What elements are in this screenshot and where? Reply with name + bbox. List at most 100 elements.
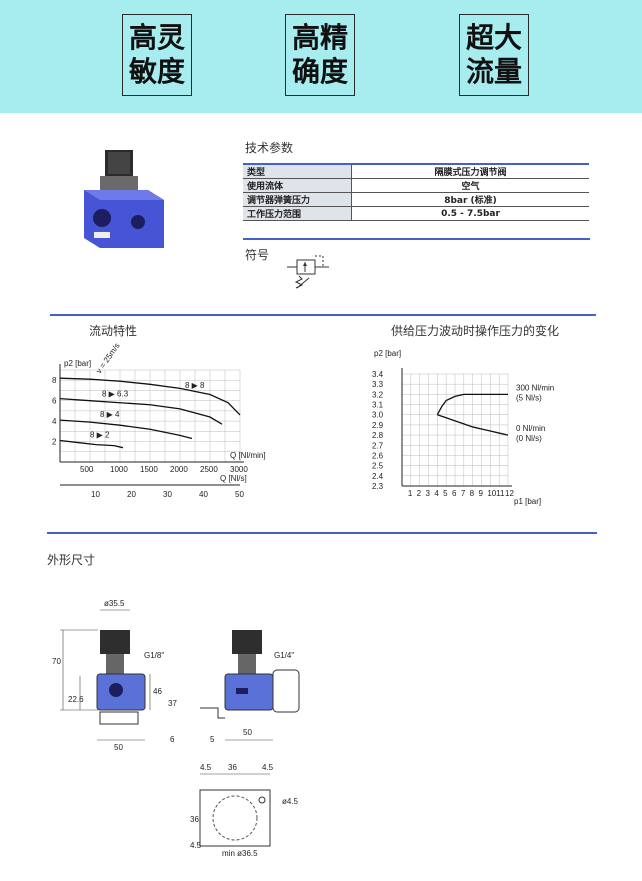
y-tick-label: 3.1 (372, 401, 384, 410)
x2-tick-label: 20 (127, 490, 136, 499)
x-tick-label: 10 (487, 489, 496, 498)
side-view: G1/4" 37 6 5 50 (168, 630, 300, 744)
table-row: 类型 隔膜式压力调节阀 (243, 163, 589, 179)
y-tick-label: 2.5 (372, 462, 384, 471)
dim-label: 50 (243, 728, 252, 737)
feature-line: 高精 (291, 21, 348, 54)
y-tick-label: 3.2 (372, 390, 384, 399)
x-tick-label: 1 (408, 489, 413, 498)
x-tick-label: 3000 (230, 465, 248, 474)
port-left (93, 209, 111, 227)
dim-label: 4.5 (262, 763, 274, 772)
series-label: (0 Nl/s) (516, 434, 542, 443)
table-row: 使用流体 空气 (243, 178, 589, 193)
feature-line: 流量 (465, 55, 522, 88)
y-tick-label: 6 (52, 397, 57, 406)
y-tick-label: 2.3 (372, 482, 384, 491)
plate (199, 789, 271, 847)
series-label: 8 ▶ 6.3 (102, 390, 129, 399)
y-tick-label: 2.4 (372, 472, 384, 481)
x-tick-label: 2500 (200, 465, 218, 474)
series-label: 8 ▶ 8 (185, 381, 205, 390)
y-axis-label: p2 [bar] (374, 349, 401, 358)
x-tick-label: 7 (461, 489, 466, 498)
body (224, 673, 274, 711)
series-line (59, 419, 193, 440)
spec-key: 使用流体 (243, 178, 352, 193)
series-line (59, 439, 124, 449)
spec-title: 技术参数 (245, 141, 294, 155)
table-row: 工作压力范围 0.5 - 7.5bar (243, 206, 589, 221)
dim-label: 4.5 (190, 841, 202, 850)
spec-key: 工作压力范围 (243, 206, 352, 221)
x-tick-label: 8 (470, 489, 475, 498)
dim-label: 5 (210, 735, 215, 744)
section-divider (50, 314, 596, 316)
series-line (59, 397, 223, 425)
dim-label: G1/4" (274, 651, 294, 660)
x2-tick-label: 50 (235, 490, 244, 499)
x-tick-label: 2000 (170, 465, 188, 474)
spec-table: 类型 隔膜式压力调节阀 使用流体 空气 调节器弹簧压力 8bar (标准) 工作… (243, 163, 589, 221)
series-label: 8 ▶ 4 (100, 410, 120, 419)
x-axis-label: Q [Nl/min] (230, 451, 266, 460)
y-tick-label: 2 (52, 438, 57, 447)
spec-value: 0.5 - 7.5bar (351, 206, 589, 221)
dim-label: 6 (170, 735, 175, 744)
bracket (200, 707, 225, 719)
dim-label: G1/8" (144, 651, 164, 660)
dim-label: 22.6 (68, 695, 84, 704)
screw-hole (258, 796, 266, 804)
y-tick-label: 2.6 (372, 451, 384, 460)
flow-chart-title: 流动特性 (89, 324, 138, 338)
spec-key: 类型 (243, 163, 352, 179)
pressure-regulator-symbol-icon (287, 255, 329, 289)
dimensions-title: 外形尺寸 (47, 553, 96, 567)
feature-banner: 高灵 敏度 高精 确度 超大 流量 (0, 0, 642, 113)
x2-axis-label: Q [Nl/s] (220, 474, 247, 483)
dim-label: 36 (190, 815, 199, 824)
x-tick-label: 1000 (110, 465, 128, 474)
spec-value: 隔膜式压力调节阀 (351, 163, 589, 179)
collar (106, 654, 124, 674)
x-tick-label: 500 (80, 465, 94, 474)
x-tick-label: 12 (505, 489, 514, 498)
x-tick-label: 11 (496, 489, 505, 498)
dim-label: ø35.5 (104, 599, 125, 608)
symbol-title: 符号 (245, 248, 270, 262)
x-tick-label: 3 (426, 489, 431, 498)
x2-tick-label: 40 (199, 490, 208, 499)
y-tick-label: 2.9 (372, 421, 384, 430)
feature-flow: 超大 流量 (459, 14, 529, 96)
x-tick-label: 9 (479, 489, 484, 498)
y-tick-label: 2.8 (372, 431, 384, 440)
y-tick-label: 3.3 (372, 380, 384, 389)
feature-line: 高灵 (128, 21, 185, 54)
spec-value: 空气 (351, 178, 589, 193)
dim-label: 70 (52, 657, 61, 666)
y-axis-label: p2 [bar] (64, 359, 91, 368)
dim-label: 50 (114, 743, 123, 752)
front-view: ø35.5 70 22.6 50 46 G1/8" (52, 599, 164, 752)
series-label: 300 Nl/min (516, 383, 554, 392)
feature-precision: 高精 确度 (285, 14, 355, 96)
x-tick-label: 5 (443, 489, 448, 498)
table-row: 调节器弹簧压力 8bar (标准) (243, 192, 589, 207)
body-top (84, 190, 164, 200)
y-tick-label: 3.4 (372, 370, 384, 379)
y-tick-label: 3.0 (372, 411, 384, 420)
knob (100, 630, 130, 654)
collar (100, 176, 138, 190)
y-tick-label: 8 (52, 376, 57, 385)
dimension-drawings: ø35.5 70 22.6 50 46 G1/8" G1/4" 37 6 5 5… (52, 599, 300, 858)
knob-grip (108, 152, 130, 174)
dim-label: 4.5 (200, 763, 212, 772)
label-plate (94, 232, 110, 238)
port-front (131, 215, 145, 229)
feature-line: 超大 (465, 21, 522, 54)
port (236, 688, 248, 694)
dim-label: 36 (228, 763, 237, 772)
x-tick-label: 6 (452, 489, 457, 498)
product-image (84, 150, 164, 248)
